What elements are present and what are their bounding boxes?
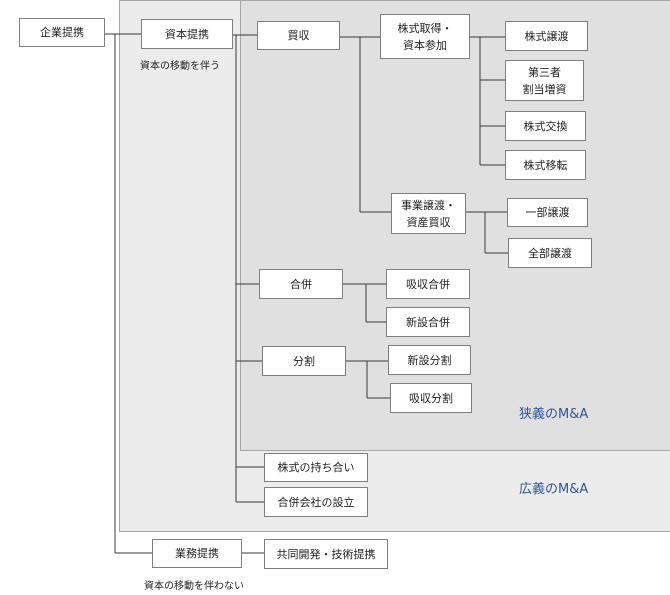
node-share-transfer: 株式譲渡 bbox=[505, 21, 588, 51]
node-cross-shareholding: 株式の持ち合い bbox=[264, 453, 368, 482]
node-share-acquisition: 株式取得・ 資本参加 bbox=[380, 14, 470, 59]
note-without-capital: 資本の移動を伴わない bbox=[144, 581, 244, 592]
node-split: 分割 bbox=[262, 346, 346, 376]
node-third-party-allotment: 第三者 割当増資 bbox=[505, 60, 584, 101]
node-consolidation-merger: 新設合併 bbox=[386, 307, 470, 337]
node-business-alliance: 業務提携 bbox=[152, 539, 242, 568]
node-joint-development: 共同開発・技術提携 bbox=[264, 539, 388, 569]
node-incorporation-split: 新設分割 bbox=[388, 345, 471, 375]
broad-ma-label: 広義のM&A bbox=[519, 482, 589, 497]
node-absorption-split: 吸収分割 bbox=[390, 383, 472, 413]
node-alliance: 企業提携 bbox=[19, 18, 105, 47]
node-absorption-merger: 吸収合併 bbox=[386, 269, 470, 299]
node-partial-transfer: 一部譲渡 bbox=[507, 198, 588, 227]
node-joint-venture: 合併会社の設立 bbox=[264, 487, 368, 517]
narrow-ma-label: 狭義のM&A bbox=[519, 407, 589, 422]
node-business-transfer: 事業譲渡・ 資産買収 bbox=[391, 193, 466, 234]
node-acquisition: 買収 bbox=[257, 21, 340, 50]
node-merger: 合併 bbox=[259, 269, 343, 299]
node-full-transfer: 全部譲渡 bbox=[508, 238, 592, 268]
node-share-transfer-holding: 株式移転 bbox=[505, 150, 586, 180]
note-with-capital: 資本の移動を伴う bbox=[140, 61, 220, 72]
node-share-exchange: 株式交換 bbox=[505, 111, 586, 141]
node-capital-alliance: 資本提携 bbox=[141, 19, 233, 49]
